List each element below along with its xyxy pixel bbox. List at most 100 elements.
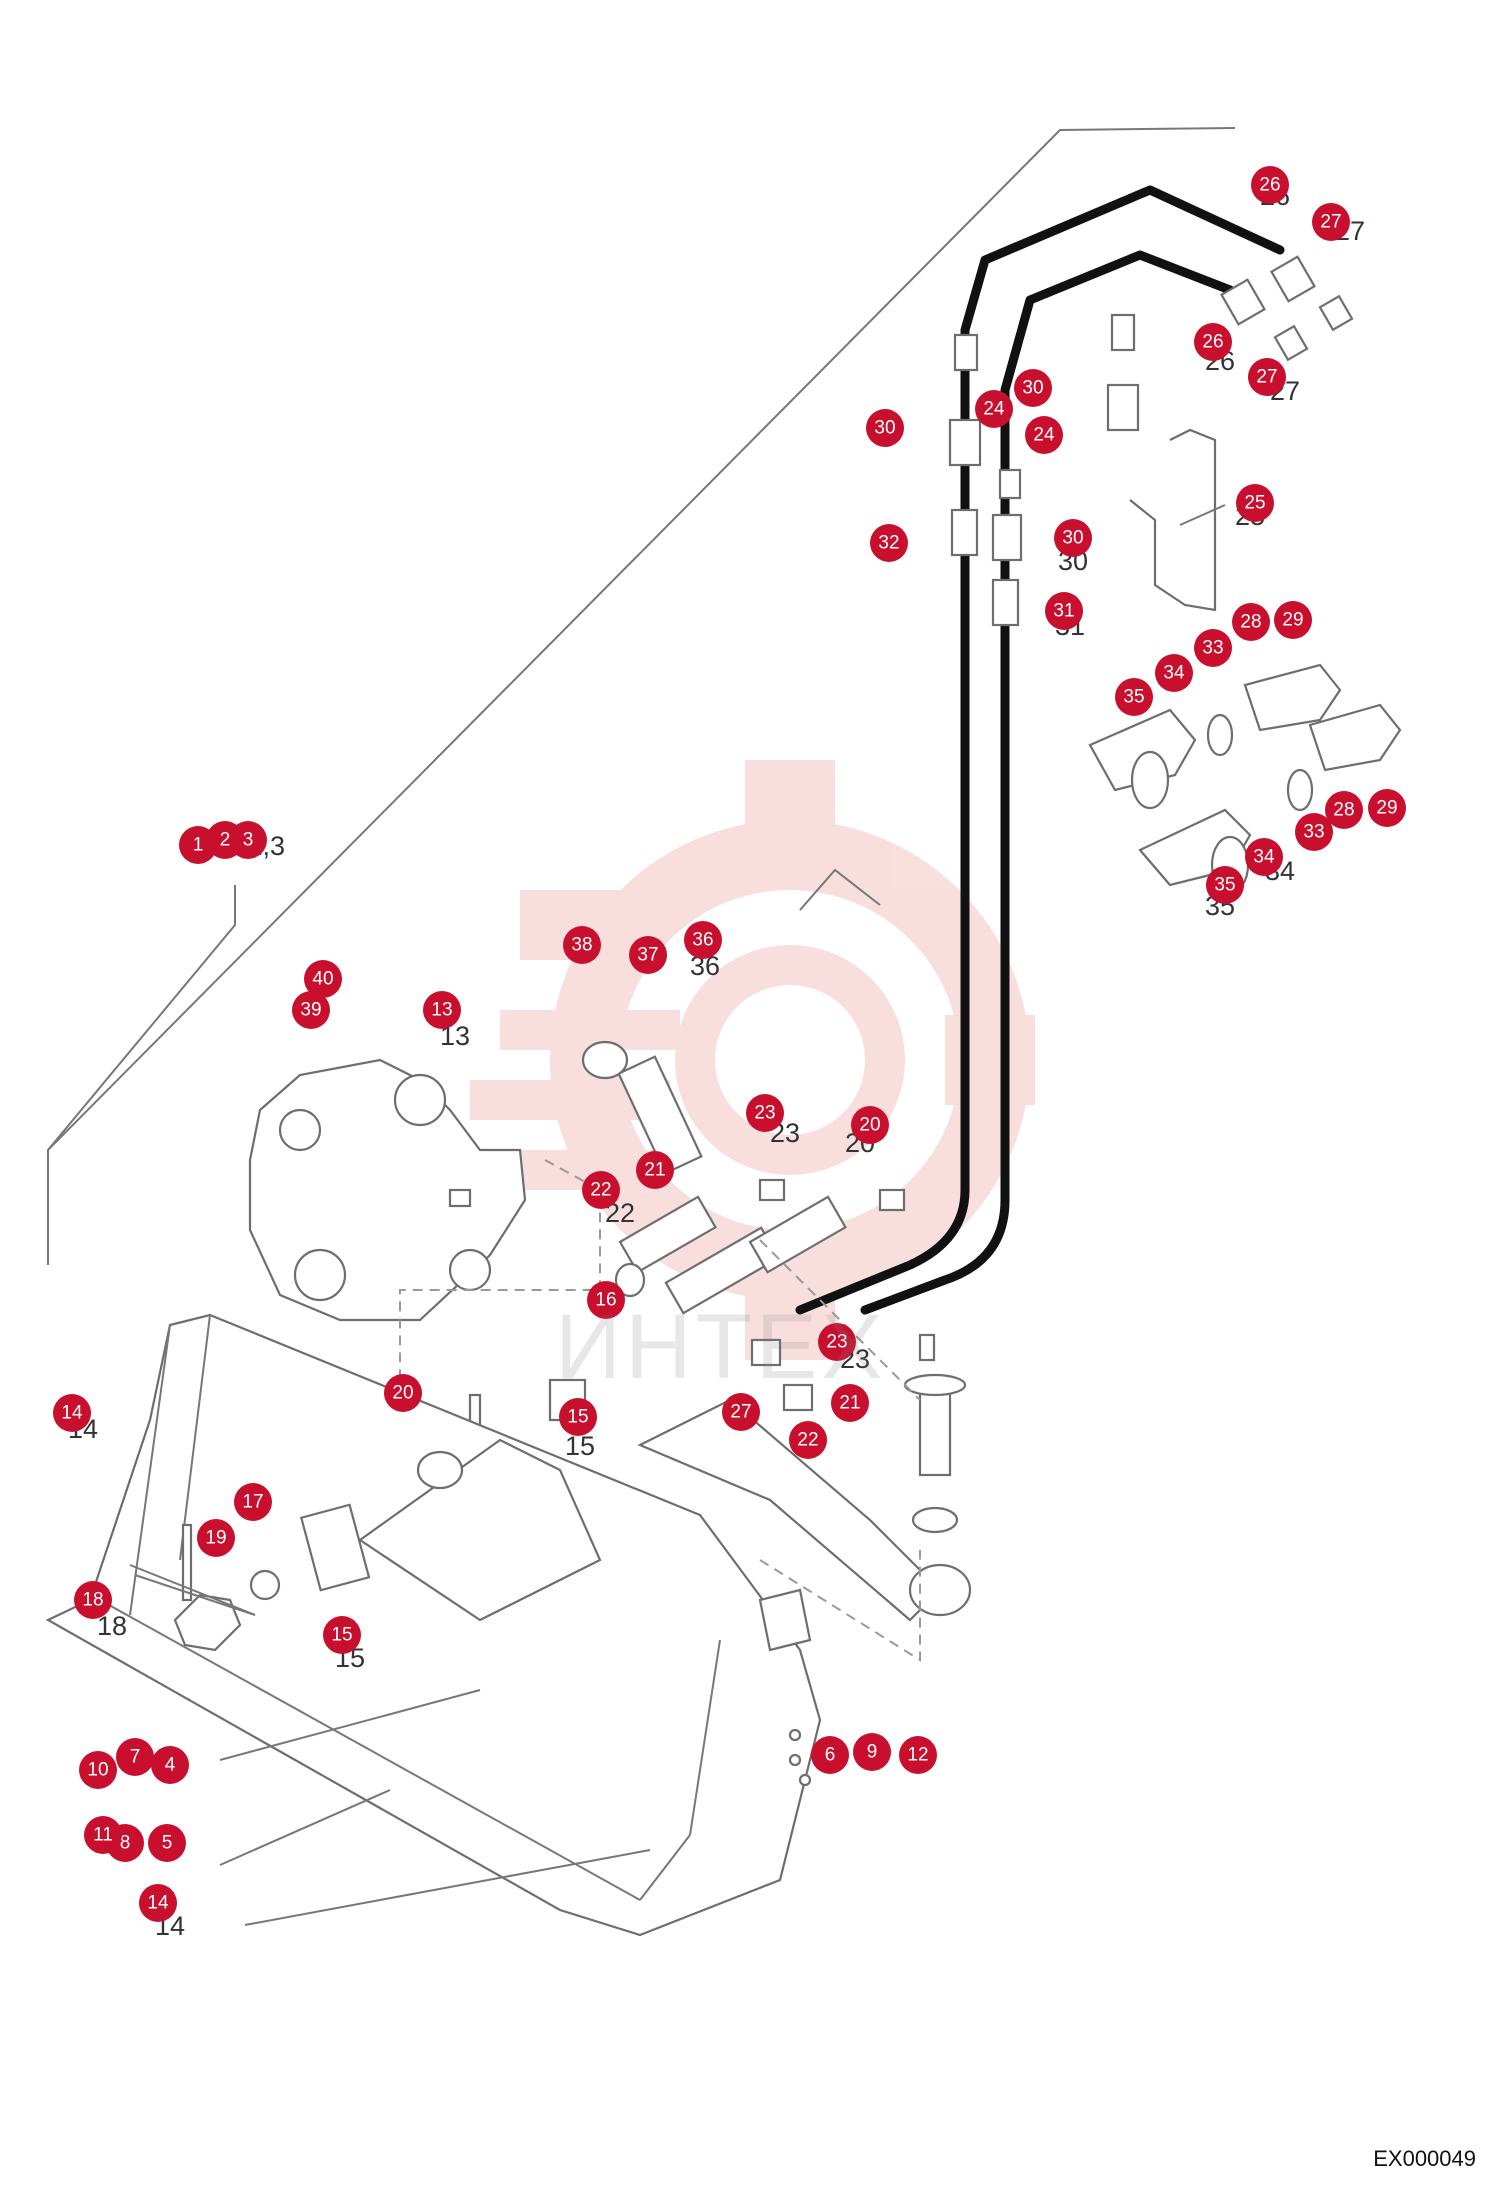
part-marker-34[interactable]: 34 (1245, 838, 1283, 876)
marker-circle (1251, 166, 1289, 204)
part-marker-34[interactable]: 34 (1155, 654, 1193, 692)
marker-number: 38 (571, 935, 592, 956)
part-marker-17[interactable]: 17 (234, 1483, 272, 1521)
part-marker-22[interactable]: 22 (582, 1171, 620, 1209)
marker-circle (304, 960, 342, 998)
marker-number: 13 (431, 1000, 452, 1021)
marker-number: 27 (730, 1402, 751, 1423)
marker-number: 33 (1202, 638, 1223, 659)
part-marker-21[interactable]: 21 (636, 1151, 674, 1189)
marker-number: 34 (1253, 847, 1275, 868)
marker-circle (831, 1384, 869, 1422)
marker-circle (1054, 519, 1092, 557)
part-marker-25[interactable]: 25 (1236, 484, 1274, 522)
part-marker-39[interactable]: 39 (292, 991, 330, 1029)
part-marker-37[interactable]: 37 (629, 936, 667, 974)
marker-number: 28 (1333, 800, 1354, 821)
part-marker-10[interactable]: 10 (79, 1751, 117, 1789)
part-marker-30[interactable]: 30 (1014, 369, 1052, 407)
part-marker-33[interactable]: 33 (1295, 813, 1333, 851)
marker-number: 27 (1320, 212, 1341, 233)
part-marker-31[interactable]: 31 (1045, 592, 1083, 630)
part-marker-28[interactable]: 28 (1325, 791, 1363, 829)
marker-number: 14 (147, 1893, 169, 1914)
part-marker-33[interactable]: 33 (1194, 629, 1232, 667)
marker-number: 31 (1053, 601, 1074, 622)
part-marker-12[interactable]: 12 (899, 1736, 937, 1774)
part-marker-35[interactable]: 35 (1206, 866, 1244, 904)
part-marker-23[interactable]: 23 (818, 1323, 856, 1361)
part-marker-6[interactable]: 6 (811, 1736, 849, 1774)
part-marker-11[interactable]: 11 (84, 1816, 122, 1854)
part-marker-21[interactable]: 21 (831, 1384, 869, 1422)
marker-circle (1115, 678, 1153, 716)
part-marker-13[interactable]: 13 (423, 991, 461, 1029)
marker-circle (423, 991, 461, 1029)
part-marker-3[interactable]: 3 (229, 821, 267, 859)
part-marker-18[interactable]: 18 (74, 1581, 112, 1619)
marker-number: 26 (1259, 175, 1280, 196)
part-marker-29[interactable]: 29 (1274, 601, 1312, 639)
marker-circle (866, 409, 904, 447)
part-marker-4[interactable]: 4 (151, 1746, 189, 1784)
part-marker-19[interactable]: 19 (197, 1519, 235, 1557)
part-marker-23[interactable]: 23 (746, 1094, 784, 1132)
part-marker-36[interactable]: 36 (684, 921, 722, 959)
marker-number: 30 (1062, 528, 1083, 549)
part-marker-20[interactable]: 20 (851, 1106, 889, 1144)
marker-number: 4 (165, 1755, 176, 1776)
part-marker-15[interactable]: 15 (323, 1616, 361, 1654)
part-marker-35[interactable]: 35 (1115, 678, 1153, 716)
marker-circle (1155, 654, 1193, 692)
part-marker-28[interactable]: 28 (1232, 603, 1270, 641)
part-marker-32[interactable]: 32 (870, 524, 908, 562)
drawing-code: EX000049 (1373, 2146, 1476, 2171)
part-marker-9[interactable]: 9 (853, 1733, 891, 1771)
part-marker-22[interactable]: 22 (789, 1421, 827, 1459)
marker-circle (563, 926, 601, 964)
marker-number: 14 (61, 1403, 83, 1424)
marker-circle (1194, 323, 1232, 361)
part-marker-7[interactable]: 7 (116, 1738, 154, 1776)
marker-number: 20 (392, 1383, 413, 1404)
part-marker-20[interactable]: 20 (384, 1374, 422, 1412)
marker-circle (789, 1421, 827, 1459)
part-marker-27[interactable]: 27 (722, 1393, 760, 1431)
part-marker-40[interactable]: 40 (304, 960, 342, 998)
marker-number: 12 (907, 1745, 928, 1766)
part-marker-29[interactable]: 29 (1368, 789, 1406, 827)
part-marker-24[interactable]: 24 (1025, 416, 1063, 454)
marker-number: 18 (82, 1590, 103, 1611)
part-marker-27[interactable]: 27 (1312, 203, 1350, 241)
leader-lines (129, 504, 1226, 1926)
part-marker-14[interactable]: 14 (139, 1884, 177, 1922)
part-marker-16[interactable]: 16 (587, 1281, 625, 1319)
part-marker-5[interactable]: 5 (148, 1824, 186, 1862)
marker-number: 6 (825, 1745, 836, 1766)
part-marker-27[interactable]: 27 (1248, 358, 1286, 396)
marker-circle (53, 1394, 91, 1432)
marker-number: 22 (797, 1430, 818, 1451)
part-marker-14[interactable]: 14 (53, 1394, 91, 1432)
part-marker-38[interactable]: 38 (563, 926, 601, 964)
marker-number: 29 (1282, 610, 1303, 631)
part-marker-26[interactable]: 26 (1194, 323, 1232, 361)
marker-number: 21 (839, 1393, 860, 1414)
part-marker-15[interactable]: 15 (559, 1398, 597, 1436)
part-marker-30[interactable]: 30 (1054, 519, 1092, 557)
marker-number: 24 (983, 399, 1005, 420)
marker-number: 25 (1244, 493, 1265, 514)
part-marker-26[interactable]: 26 (1251, 166, 1289, 204)
marker-number: 15 (331, 1625, 352, 1646)
marker-circle (384, 1374, 422, 1412)
part-marker-24[interactable]: 24 (975, 390, 1013, 428)
marker-circle (139, 1884, 177, 1922)
marker-circle (811, 1736, 849, 1774)
marker-circle (1368, 789, 1406, 827)
marker-number: 8 (120, 1833, 131, 1854)
marker-circle (197, 1519, 235, 1557)
marker-circle (1248, 358, 1286, 396)
marker-number: 33 (1303, 822, 1324, 843)
marker-number: 37 (637, 945, 658, 966)
part-marker-30[interactable]: 30 (866, 409, 904, 447)
